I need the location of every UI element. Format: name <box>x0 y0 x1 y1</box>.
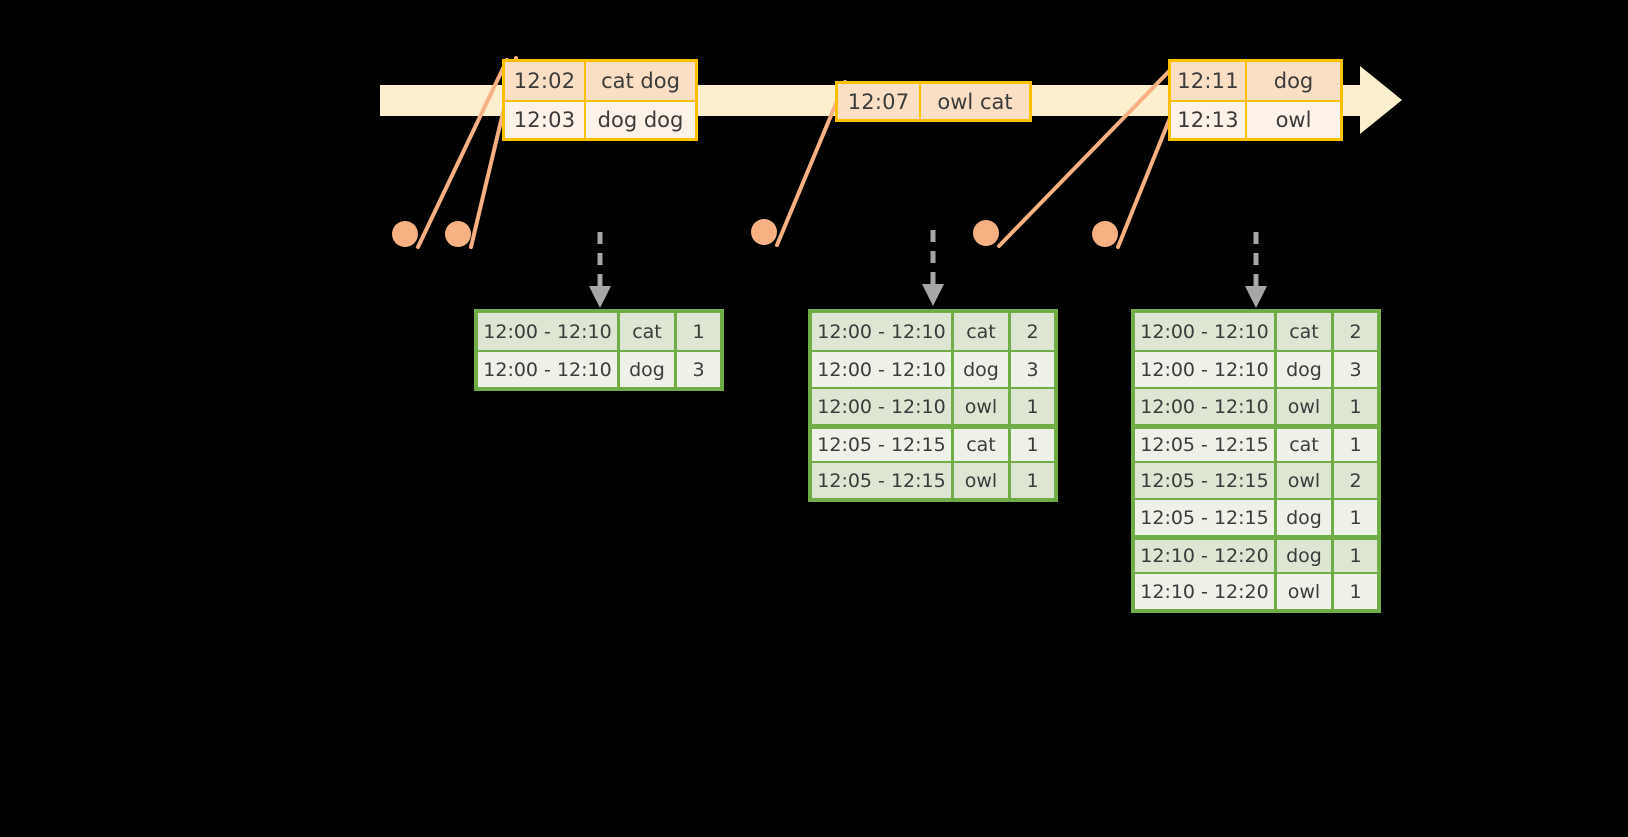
key-cell: dog <box>1277 352 1334 387</box>
event-group-3: 12:11 dog 12:13 owl <box>1168 59 1343 141</box>
key-cell: owl <box>954 389 1011 424</box>
window-cell: 12:00 - 12:10 <box>812 389 954 424</box>
emit-arrow-1 <box>589 232 611 308</box>
event-payload: cat dog <box>601 68 680 93</box>
window-cell: 12:05 - 12:15 <box>1135 500 1277 535</box>
event-row: 12:03 dog dog <box>505 99 695 138</box>
count-cell: 1 <box>692 320 705 343</box>
key-cell: cat <box>620 313 677 350</box>
key-cell: dog <box>620 352 677 387</box>
count-cell: 1 <box>1349 580 1362 603</box>
emit-arrow-3 <box>1245 232 1267 308</box>
connector-dot-2 <box>445 221 471 247</box>
window-cell: 12:00 - 12:10 <box>1135 389 1277 424</box>
count-cell: 1 <box>1349 506 1362 529</box>
key-cell: owl <box>1277 389 1334 424</box>
window-cell: 12:10 - 12:20 <box>1135 540 1277 572</box>
event-time: 12:13 <box>1171 101 1247 138</box>
key-cell: dog <box>1277 540 1334 572</box>
key-cell: cat <box>1277 313 1334 350</box>
key-cell: dog <box>1277 500 1334 535</box>
event-payload: owl cat <box>937 89 1013 114</box>
event-row: 12:13 owl <box>1171 99 1340 138</box>
key-cell: owl <box>1277 463 1334 498</box>
window-cell: 12:00 - 12:10 <box>1135 352 1277 387</box>
count-cell: 3 <box>692 358 705 381</box>
count-cell: 1 <box>1349 395 1362 418</box>
count-cell: 1 <box>1349 545 1362 567</box>
timeline-arrowhead <box>1360 66 1402 134</box>
count-cell: 1 <box>1026 469 1039 492</box>
count-cell: 3 <box>1349 358 1362 381</box>
connector-dot-3 <box>751 219 777 245</box>
window-cell: 12:00 - 12:10 <box>812 313 954 350</box>
window-cell: 12:10 - 12:20 <box>1135 574 1277 609</box>
key-cell: cat <box>954 313 1011 350</box>
connector-dot-1 <box>392 221 418 247</box>
count-cell: 2 <box>1026 320 1039 343</box>
window-cell: 12:00 - 12:10 <box>478 352 620 387</box>
count-cell: 1 <box>1349 434 1362 456</box>
count-cell: 2 <box>1349 320 1362 343</box>
event-row: 12:07 owl cat <box>838 84 1029 119</box>
window-cell: 12:05 - 12:15 <box>812 429 954 461</box>
key-cell: owl <box>1277 574 1334 609</box>
event-row: 12:11 dog <box>1171 62 1340 100</box>
window-cell: 12:05 - 12:15 <box>1135 463 1277 498</box>
emit-arrow-2 <box>922 230 944 306</box>
event-group-2: 12:07 owl cat <box>835 81 1032 122</box>
key-cell: owl <box>954 463 1011 498</box>
event-payload: owl <box>1275 107 1312 132</box>
event-group-1: 12:02 cat dog 12:03 dog dog <box>502 59 698 141</box>
event-payload: dog dog <box>597 107 684 132</box>
window-cell: 12:00 - 12:10 <box>812 352 954 387</box>
event-time: 12:03 <box>505 101 586 138</box>
key-cell: dog <box>954 352 1011 387</box>
event-row: 12:02 cat dog <box>505 62 695 100</box>
count-cell: 2 <box>1349 469 1362 492</box>
event-time: 12:11 <box>1171 62 1247 100</box>
connector-dot-5 <box>1092 221 1118 247</box>
window-cell: 12:00 - 12:10 <box>478 313 620 350</box>
window-cell: 12:00 - 12:10 <box>1135 313 1277 350</box>
count-cell: 1 <box>1026 434 1039 456</box>
count-cell: 3 <box>1026 358 1039 381</box>
key-cell: cat <box>1277 429 1334 461</box>
key-cell: cat <box>954 429 1011 461</box>
event-time: 12:07 <box>838 84 921 119</box>
window-cell: 12:05 - 12:15 <box>812 463 954 498</box>
count-cell: 1 <box>1026 395 1039 418</box>
window-cell: 12:05 - 12:15 <box>1135 429 1277 461</box>
connector-dot-4 <box>973 220 999 246</box>
event-payload: dog <box>1273 68 1314 93</box>
event-time: 12:02 <box>505 62 586 100</box>
